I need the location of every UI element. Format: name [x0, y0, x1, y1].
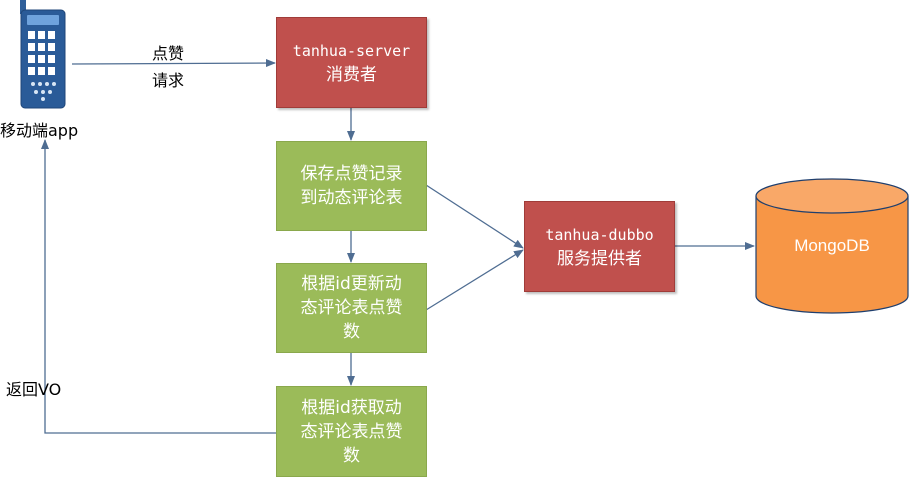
step-line: 数: [343, 445, 360, 466]
step-update-like-count: 根据id更新动 态评论表点赞 数: [276, 263, 427, 353]
step-line: 数: [343, 322, 360, 342]
provider-name: tanhua-dubbo: [545, 225, 654, 244]
arrow-step1-to-provider: [425, 184, 524, 249]
step-line: 态评论表点赞: [300, 421, 403, 442]
mobile-app-label: 移动端app: [0, 121, 79, 140]
step-get-like-count: 根据id获取动 态评论表点赞 数: [276, 386, 427, 477]
consumer-name: tanhua-server: [292, 41, 411, 60]
step-line: 态评论表点赞: [300, 298, 403, 318]
provider-node: tanhua-dubbo 服务提供者: [524, 201, 675, 292]
step-line: 保存点赞记录: [300, 164, 403, 184]
arrow-phone-to-server: [71, 59, 276, 68]
mobile-phone-icon: [20, 0, 66, 109]
return-vo-label: 返回VO: [6, 380, 62, 399]
request-label-line2: 请求: [152, 71, 185, 90]
consumer-role: 消费者: [326, 64, 377, 85]
step-line: 到动态评论表: [300, 188, 403, 208]
step-line: 根据id获取动: [301, 397, 402, 418]
step-line: 根据id更新动: [301, 274, 402, 294]
consumer-node: tanhua-server 消费者: [276, 17, 427, 108]
arrow-step2-to-provider: [425, 249, 524, 311]
database-node: MongoDB: [756, 226, 908, 266]
mongodb-cylinder: [755, 178, 909, 314]
step-save-like-record: 保存点赞记录 到动态评论表: [276, 141, 427, 231]
database-label: MongoDB: [794, 236, 870, 255]
arrow-step3-return-to-phone: [41, 139, 276, 434]
provider-role: 服务提供者: [557, 248, 642, 269]
request-label-line1: 点赞: [152, 44, 185, 63]
